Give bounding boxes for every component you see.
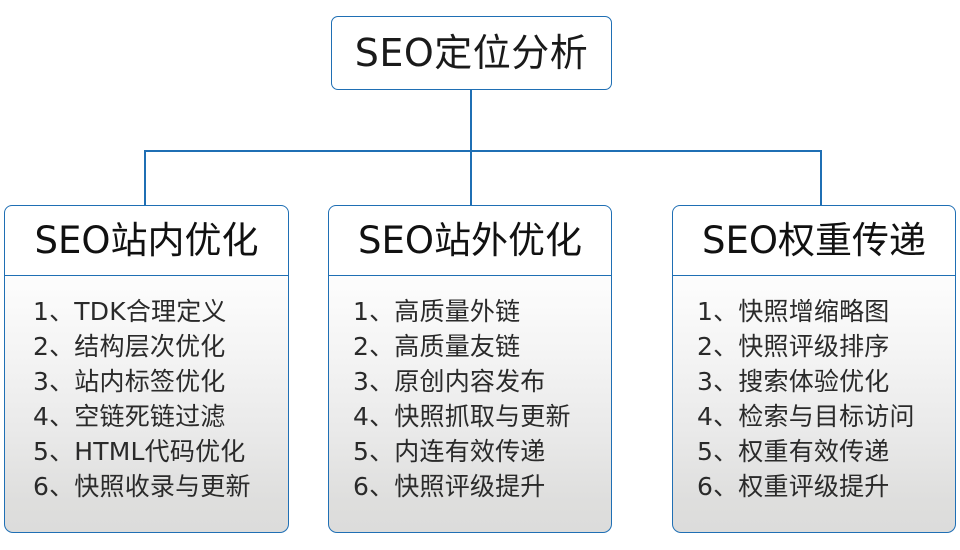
connector-horizontal-bus	[144, 150, 822, 152]
branch-column-off-site: SEO站外优化 1、高质量外链 2、高质量友链 3、原创内容发布 4、快照抓取与…	[328, 205, 612, 533]
list-item: 5、HTML代码优化	[33, 437, 246, 466]
list-item: 2、快照评级排序	[697, 332, 890, 361]
branch-header-weight-transfer[interactable]: SEO权重传递	[672, 205, 956, 276]
branch-column-weight-transfer: SEO权重传递 1、快照增缩略图 2、快照评级排序 3、搜索体验优化 4、检索与…	[672, 205, 956, 533]
root-node[interactable]: SEO定位分析	[331, 16, 612, 90]
branch-body-weight-transfer: 1、快照增缩略图 2、快照评级排序 3、搜索体验优化 4、检索与目标访问 5、权…	[672, 276, 956, 533]
branch-item-list: 1、快照增缩略图 2、快照评级排序 3、搜索体验优化 4、检索与目标访问 5、权…	[673, 294, 955, 504]
connector-drop-branch-2	[470, 150, 472, 206]
list-item: 6、快照评级提升	[353, 472, 546, 501]
list-item: 6、快照收录与更新	[33, 472, 251, 501]
branch-body-on-site: 1、TDK合理定义 2、结构层次优化 3、站内标签优化 4、空链死链过滤 5、H…	[4, 276, 289, 533]
list-item: 1、TDK合理定义	[33, 297, 227, 326]
list-item: 3、站内标签优化	[33, 367, 226, 396]
list-item: 1、快照增缩略图	[697, 297, 890, 326]
list-item: 4、快照抓取与更新	[353, 402, 571, 431]
list-item: 2、高质量友链	[353, 332, 521, 361]
branch-body-off-site: 1、高质量外链 2、高质量友链 3、原创内容发布 4、快照抓取与更新 5、内连有…	[328, 276, 612, 533]
branch-column-on-site: SEO站内优化 1、TDK合理定义 2、结构层次优化 3、站内标签优化 4、空链…	[4, 205, 289, 533]
list-item: 1、高质量外链	[353, 297, 521, 326]
branch-item-list: 1、高质量外链 2、高质量友链 3、原创内容发布 4、快照抓取与更新 5、内连有…	[329, 294, 611, 504]
branch-header-label: SEO站内优化	[34, 219, 259, 262]
connector-drop-branch-3	[820, 150, 822, 206]
branch-header-on-site[interactable]: SEO站内优化	[4, 205, 289, 276]
list-item: 3、搜索体验优化	[697, 367, 890, 396]
connector-root-stem	[470, 90, 472, 151]
branch-header-off-site[interactable]: SEO站外优化	[328, 205, 612, 276]
list-item: 4、空链死链过滤	[33, 402, 226, 431]
branch-item-list: 1、TDK合理定义 2、结构层次优化 3、站内标签优化 4、空链死链过滤 5、H…	[5, 294, 288, 504]
list-item: 2、结构层次优化	[33, 332, 226, 361]
list-item: 5、内连有效传递	[353, 437, 546, 466]
list-item: 4、检索与目标访问	[697, 402, 915, 431]
list-item: 6、权重评级提升	[697, 472, 890, 501]
list-item: 3、原创内容发布	[353, 367, 546, 396]
branch-header-label: SEO站外优化	[358, 219, 582, 262]
branch-header-label: SEO权重传递	[702, 219, 926, 262]
root-node-label: SEO定位分析	[354, 31, 589, 75]
connector-drop-branch-1	[144, 150, 146, 206]
list-item: 5、权重有效传递	[697, 437, 890, 466]
